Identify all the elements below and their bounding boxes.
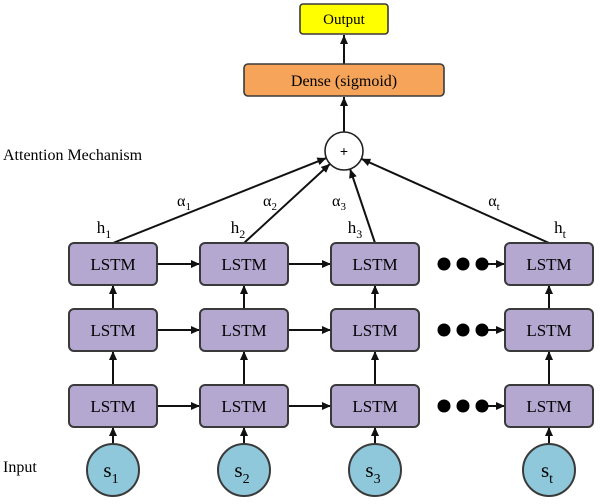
input-node-label-3: s3 (365, 458, 380, 487)
ellipsis-dot (437, 323, 451, 337)
output-label: Output (323, 12, 366, 28)
dense-label: Dense (sigmoid) (291, 73, 397, 90)
attention-arrow (243, 163, 331, 244)
input-node-1 (86, 443, 140, 497)
nodes-layer: LSTM LSTM LSTM LSTM LSTM LSTM LSTM LSTM LSTM LSTM… (68, 242, 594, 497)
ellipsis-dot (437, 399, 451, 413)
lstm-cell-r3-c3 (330, 384, 420, 428)
lstm-cell-r1-c2 (199, 242, 289, 286)
lstm-cell-label: LSTM (221, 397, 266, 416)
ellipsis-dot (456, 257, 470, 271)
edges-layer (109, 35, 553, 444)
attention-weight-label-2: α2 (263, 193, 277, 213)
input-node-label-1: s1 (103, 458, 118, 487)
lstm-cell-label: LSTM (352, 255, 397, 274)
lstm-cell-label: LSTM (221, 255, 266, 274)
lstm-cell-label: LSTM (526, 321, 571, 340)
hidden-state-label-2: h2 (231, 218, 246, 241)
ellipsis-dot (475, 257, 489, 271)
input-node-3 (348, 443, 402, 497)
output-box (299, 3, 389, 35)
lstm-cell-label: LSTM (526, 397, 571, 416)
attention-arrow (349, 168, 376, 244)
ellipsis-dot (475, 323, 489, 337)
hidden-state-label-3: h3 (348, 218, 363, 241)
lstm-cell-r1-c1 (68, 242, 158, 286)
labels-layer: h1 h2 h3 ht α1 α2 α3 αt s1 s2 s3 st (97, 193, 567, 487)
lstm-cell-label: LSTM (90, 397, 135, 416)
lstm-cell-label: LSTM (221, 321, 266, 340)
attention-weight-label-1: α1 (177, 193, 191, 213)
attention-mechanism-label: Attention Mechanism (3, 147, 143, 164)
input-node-4 (522, 443, 576, 497)
ellipsis-dot (437, 257, 451, 271)
lstm-cell-label: LSTM (352, 321, 397, 340)
hidden-state-label-1: h1 (97, 218, 112, 241)
ellipsis-dot (456, 323, 470, 337)
lstm-cell-r2-c3 (330, 308, 420, 352)
lstm-cell-r3-c1 (68, 384, 158, 428)
lstm-cell-r1-c3 (330, 242, 420, 286)
attention-weight-label-4: αt (488, 193, 499, 213)
lstm-cell-r3-c4 (504, 384, 594, 428)
lstm-cell-label: LSTM (90, 255, 135, 274)
hidden-state-label-4: ht (554, 218, 567, 241)
input-node-label-4: st (541, 458, 553, 487)
lstm-cell-label: LSTM (90, 321, 135, 340)
ellipsis-dot (456, 399, 470, 413)
ellipsis-dot (475, 399, 489, 413)
sum-symbol: + (340, 143, 348, 159)
lstm-cell-r3-c2 (199, 384, 289, 428)
lstm-cell-r2-c2 (199, 308, 289, 352)
lstm-cell-label: LSTM (352, 397, 397, 416)
input-node-2 (217, 443, 271, 497)
attention-weight-label-3: α3 (332, 193, 346, 213)
attention-arrow (360, 157, 550, 244)
attention-arrow (112, 157, 327, 244)
lstm-cell-r2-c1 (68, 308, 158, 352)
dense-box (243, 63, 445, 97)
input-label: Input (3, 459, 37, 476)
input-node-label-2: s2 (234, 458, 249, 487)
lstm-cell-r2-c4 (504, 308, 594, 352)
lstm-cell-r1-c4 (504, 242, 594, 286)
sum-node (324, 131, 364, 171)
lstm-cell-label: LSTM (526, 255, 571, 274)
